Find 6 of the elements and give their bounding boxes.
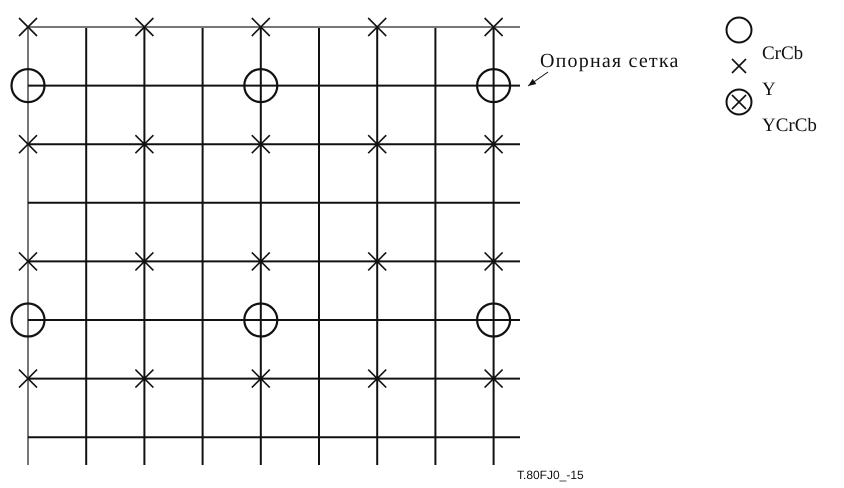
legend-label: YCrCb xyxy=(762,116,817,136)
leader-line xyxy=(528,72,548,86)
figure-id: T.80FJ0_-15 xyxy=(517,468,584,482)
callout-label: Опорная сетка xyxy=(540,50,680,72)
legend-label: CrCb xyxy=(762,44,804,64)
legend-label: Y xyxy=(762,80,776,100)
